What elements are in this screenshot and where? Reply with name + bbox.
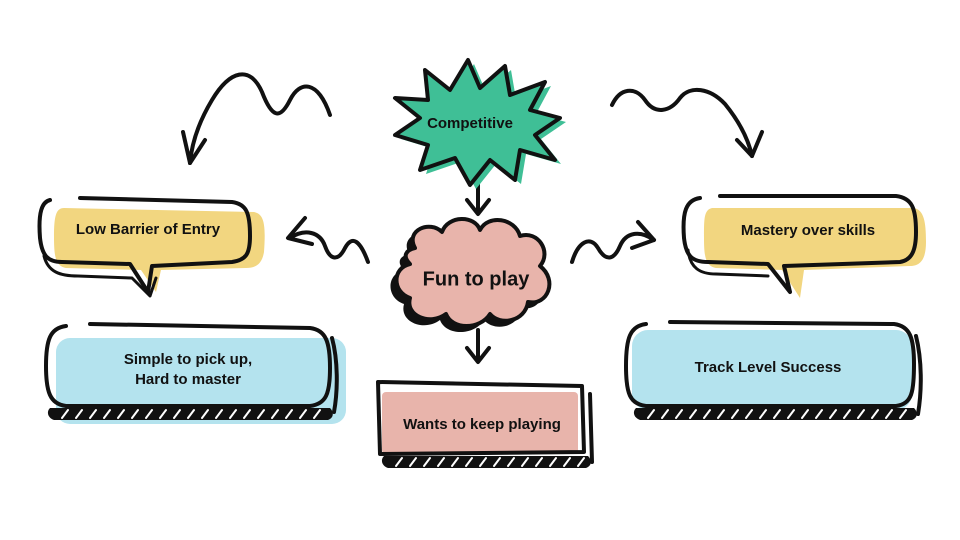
node-fun-to-play: Fun to play (390, 217, 552, 332)
track-label: Track Level Success (695, 359, 842, 376)
simple-hatch (61, 409, 321, 419)
arrow-competitive-to-mastery (610, 87, 764, 158)
node-keep-playing: Wants to keep playing (376, 380, 594, 468)
keep-playing-side (588, 392, 594, 464)
fun-label: Fun to play (423, 268, 531, 290)
track-fill (632, 330, 912, 410)
arrow-fun-to-low-barrier (286, 216, 370, 264)
mastery-outline (681, 194, 918, 294)
keep-playing-label: Wants to keep playing (403, 416, 561, 433)
node-competitive: Competitive (393, 58, 566, 189)
keep-playing-fill (382, 392, 578, 454)
simple-outline (44, 322, 332, 408)
simple-label-line1: Simple to pick up, (124, 351, 252, 368)
keep-playing-outline (376, 380, 586, 456)
simple-side (330, 336, 339, 414)
competitive-starburst (393, 58, 562, 187)
simple-fill (56, 338, 346, 424)
mastery-fill (704, 208, 926, 298)
node-simple: Simple to pick up, Hard to master (44, 322, 346, 424)
keep-playing-hatch-base (381, 456, 591, 468)
track-outline (624, 320, 916, 408)
track-side (914, 334, 923, 416)
node-track: Track Level Success (624, 320, 923, 420)
low-barrier-fill (54, 208, 265, 292)
low-barrier-label: Low Barrier of Entry (76, 221, 221, 238)
arrow-fun-to-keep-playing (465, 328, 491, 364)
mastery-label: Mastery over skills (741, 222, 875, 239)
simple-label-line2: Hard to master (135, 371, 241, 388)
keep-playing-hatch (395, 457, 585, 467)
low-barrier-shadow-line (42, 254, 158, 298)
node-low-barrier: Low Barrier of Entry (37, 196, 265, 298)
competitive-label: Competitive (427, 115, 513, 132)
arrow-competitive-to-low-barrier (181, 72, 332, 165)
node-mastery: Mastery over skills (681, 194, 926, 298)
mastery-shadow-line (686, 248, 770, 278)
track-hatch (647, 409, 907, 419)
low-barrier-outline (37, 196, 252, 294)
arrow-fun-to-mastery (570, 220, 656, 264)
fun-cloud (394, 217, 552, 328)
